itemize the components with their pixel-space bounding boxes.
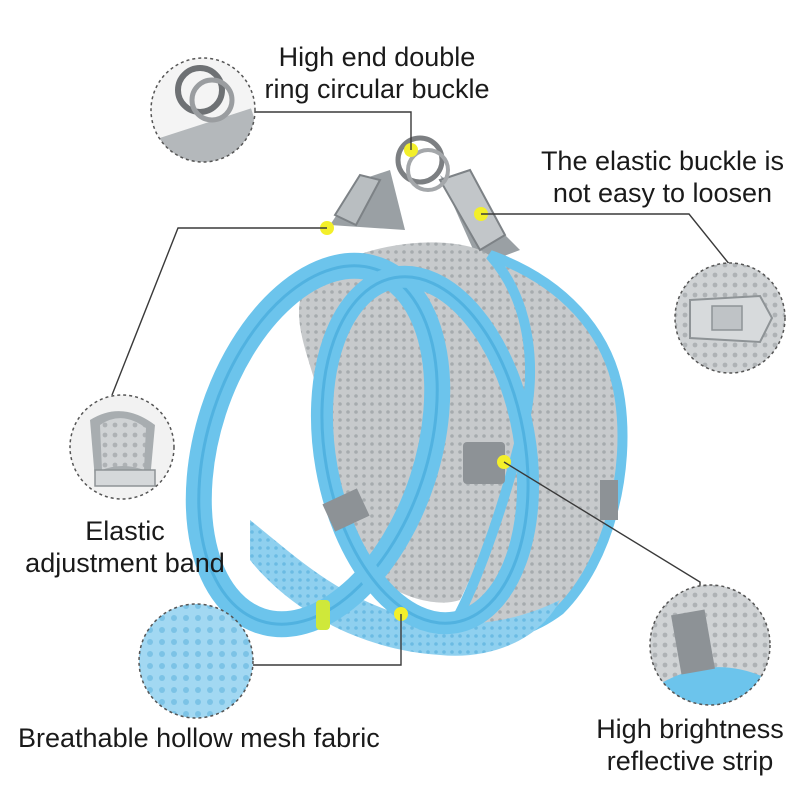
ring-outer <box>395 135 445 185</box>
leader-ring <box>252 111 412 150</box>
callout-ring-buckle-line1: High end double <box>278 42 476 72</box>
detail-elastic-buckle <box>674 262 786 374</box>
ring-inner <box>406 148 450 192</box>
side-release-buckle-icon <box>674 262 786 374</box>
callout-elastic-buckle-line2: not easy to loosen <box>552 178 773 208</box>
adjuster-slider-icon <box>69 394 175 500</box>
callout-adjustment-band: Elastic adjustment band <box>10 515 240 579</box>
reflective-strip-side <box>600 480 618 520</box>
callout-reflective-strip: High brightness reflective strip <box>580 713 800 777</box>
side-buckle <box>438 168 507 252</box>
leader-adjuster <box>111 227 327 396</box>
callout-elastic-buckle-line1: The elastic buckle is <box>540 146 785 176</box>
reflective-strip-front <box>463 442 505 484</box>
callout-elastic-buckle: The elastic buckle is not easy to loosen <box>525 145 800 209</box>
reflective-strip-neck <box>322 488 370 532</box>
callout-mesh-fabric-line1: Breathable hollow mesh fabric <box>18 723 380 753</box>
leash-tag <box>316 600 330 630</box>
double-ring-icon <box>150 57 256 163</box>
reflective-strip-icon <box>649 584 771 706</box>
callout-adjustment-band-line2: adjustment band <box>25 548 225 578</box>
adjuster <box>333 173 382 227</box>
leader-elastic-buckle <box>481 213 731 266</box>
harness <box>185 135 628 656</box>
callout-mesh-fabric: Breathable hollow mesh fabric <box>18 722 418 754</box>
callout-ring-buckle: High end double ring circular buckle <box>232 41 522 105</box>
callout-adjustment-band-line1: Elastic <box>85 516 165 546</box>
leader-mesh <box>253 614 402 666</box>
callout-ring-buckle-line2: ring circular buckle <box>264 74 490 104</box>
callout-reflective-strip-line1: High brightness <box>596 714 784 744</box>
detail-adjustment-band <box>69 394 175 500</box>
callout-reflective-strip-line2: reflective strip <box>606 746 774 776</box>
detail-mesh-fabric <box>138 603 254 719</box>
detail-ring-buckle <box>150 57 256 163</box>
mesh-fabric-icon <box>138 603 254 719</box>
detail-reflective-strip <box>649 584 771 706</box>
